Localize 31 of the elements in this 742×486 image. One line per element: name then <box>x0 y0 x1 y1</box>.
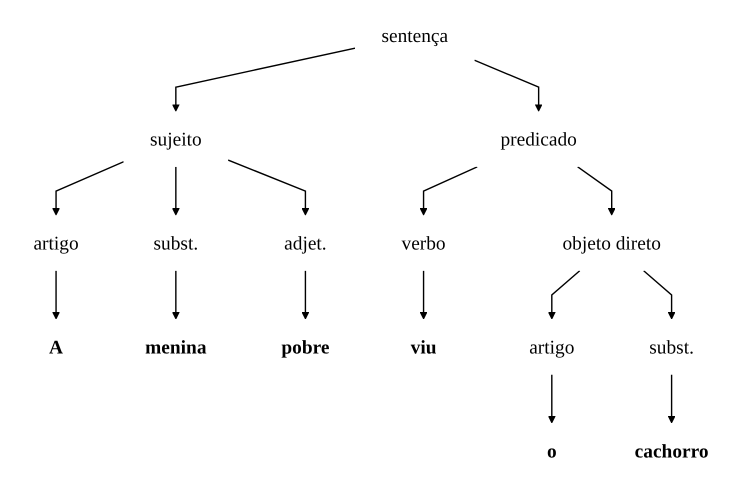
node-text: verbo <box>402 232 446 254</box>
arrow <box>548 374 556 424</box>
node-text: subst. <box>649 336 694 358</box>
arrow <box>52 270 60 320</box>
arrow <box>302 270 310 320</box>
arrow <box>52 161 124 216</box>
node-text: adjet. <box>284 232 327 254</box>
arrow <box>474 60 543 112</box>
node-text: predicado <box>500 128 577 150</box>
node-text: subst. <box>154 232 198 254</box>
node-text: menina <box>145 336 207 358</box>
node-text: sentença <box>381 24 448 46</box>
arrow <box>420 166 478 216</box>
node-text: sujeito <box>150 128 202 150</box>
node-text: o <box>546 440 557 462</box>
arrow <box>643 270 676 320</box>
arrow <box>172 166 180 216</box>
arrow <box>577 166 616 216</box>
arrow <box>548 270 580 320</box>
node-text: pobre <box>281 336 330 358</box>
node-text: artigo <box>33 232 79 254</box>
arrow <box>668 374 676 424</box>
arrow <box>172 48 356 112</box>
node-text: artigo <box>529 336 574 358</box>
arrow <box>172 270 180 320</box>
node-text: objeto direto <box>562 232 661 254</box>
node-text: A <box>49 336 64 358</box>
node-text: viu <box>410 336 436 358</box>
arrow <box>420 270 428 320</box>
node-text: cachorro <box>634 440 709 462</box>
arrow <box>228 159 310 216</box>
